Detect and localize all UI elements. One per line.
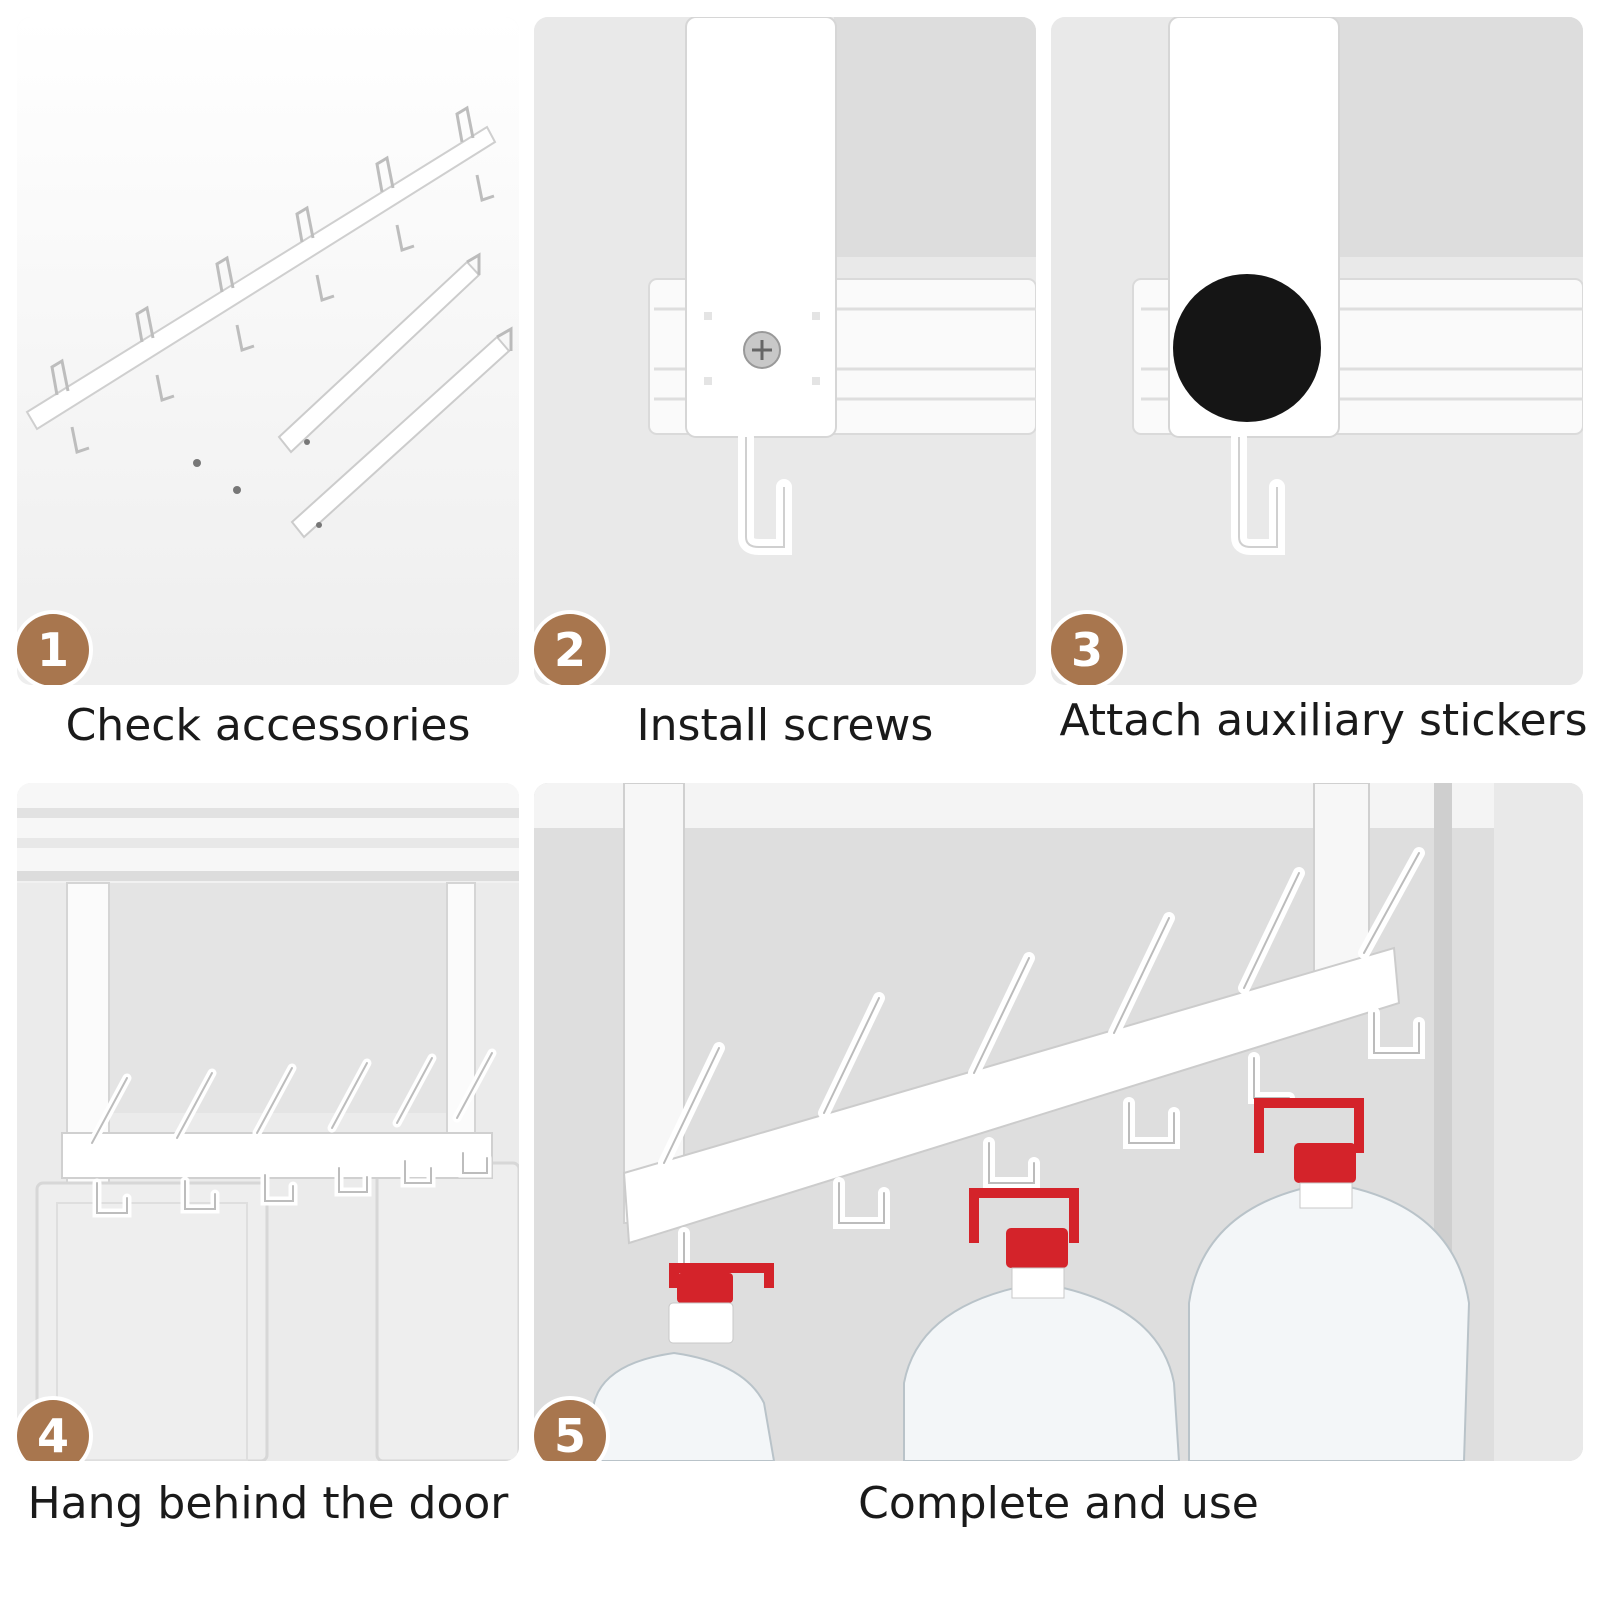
step-4-badge: 4: [17, 1400, 89, 1461]
step-4-photo: 4: [17, 783, 519, 1461]
step-5-badge: 5: [534, 1400, 606, 1461]
felt-pad-icon: [1173, 274, 1321, 422]
step-4-caption: Hang behind the door: [27, 1478, 509, 1529]
water-bottle-icon: [593, 1263, 776, 1461]
step-5-caption: Complete and use: [858, 1478, 1259, 1529]
screw-closeup-illustration: [534, 17, 1036, 685]
felt-pad-closeup-illustration: [1051, 17, 1583, 685]
step-1-badge: 1: [17, 614, 89, 685]
step-2-badge: 2: [534, 614, 606, 685]
step-2-caption: Install screws: [636, 700, 934, 751]
step-1-photo: 1: [17, 17, 519, 685]
step-3-badge: 3: [1051, 614, 1123, 685]
step-2-photo: 2: [534, 17, 1036, 685]
step-5-photo: 5: [534, 783, 1583, 1461]
water-bottle-icon: [903, 1188, 1181, 1461]
loaded-rack-illustration: [534, 783, 1583, 1461]
hook-rack-parts-illustration: [17, 17, 519, 685]
step-1-caption: Check accessories: [65, 700, 471, 751]
water-bottle-icon: [1188, 1098, 1471, 1461]
step-3-photo: 3: [1051, 17, 1583, 685]
door-hanging-illustration: [17, 783, 519, 1461]
screw-icon: [743, 331, 781, 369]
step-3-caption: Attach auxiliary stickers: [1059, 695, 1588, 746]
